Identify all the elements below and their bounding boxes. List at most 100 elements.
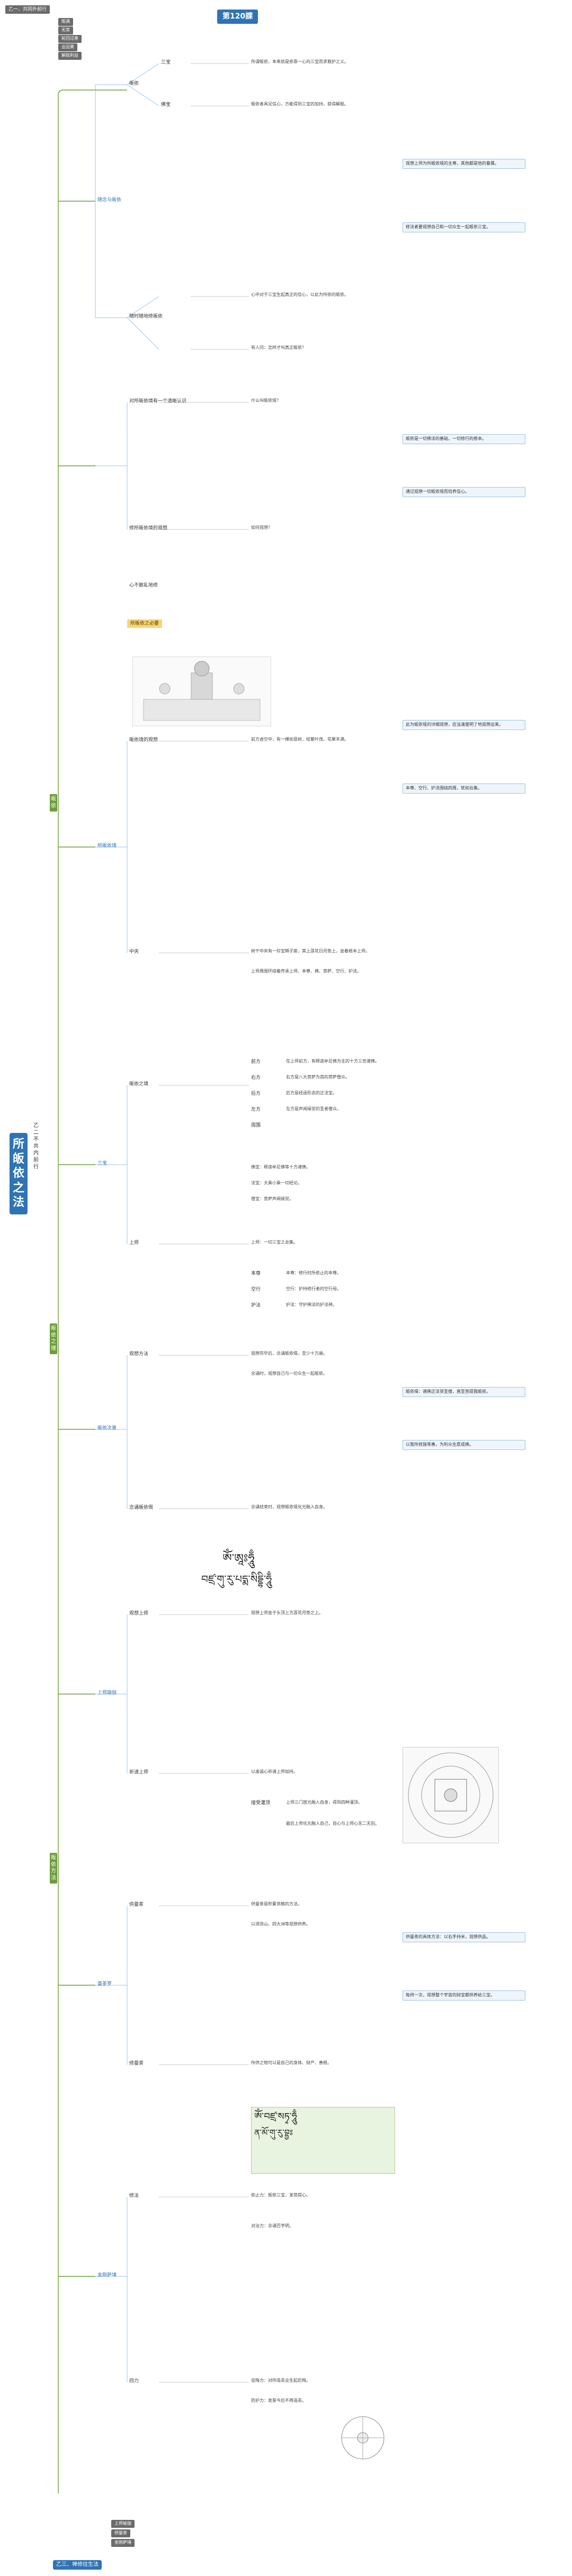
top-node[interactable]: 乙一、共同外前行 [5, 5, 50, 14]
text-a1: 所谓皈依，本来就是依靠一心向三宝而求救护之义。 [251, 59, 348, 64]
node-c5[interactable]: 空行 [251, 1287, 261, 1292]
mantra-text: ཨོཾ་བཛྲ་སཏྭ་ཧཱུྃ [254, 2111, 297, 2122]
sub-item-4[interactable]: 业因果 [58, 43, 77, 51]
box-d1: 皈依偈：诸佛正法贤圣僧，直至菩提我皈依。 [403, 1387, 525, 1397]
node-b4[interactable]: 前方 [251, 1059, 261, 1065]
node-a1a[interactable]: 皈依 [129, 81, 139, 86]
node-d2[interactable]: 观想方法 [129, 1352, 149, 1357]
node-g3[interactable]: 四力 [129, 2379, 139, 2384]
node-e2[interactable]: 观想上师 [129, 1611, 149, 1616]
note-a-box2: 修法者要观想自己和一切众生一起皈依三宝。 [403, 222, 525, 232]
node-d1[interactable]: 皈依次第 [97, 1426, 117, 1431]
text-c3: 僧宝：菩萨声闻缘觉。 [251, 1196, 293, 1201]
node-a1b[interactable]: 三宝 [161, 60, 171, 65]
branch-label-1[interactable]: 皈依 [50, 794, 57, 812]
node-g2[interactable]: 修法 [129, 2193, 139, 2199]
q-a3: 如何观想？ [251, 525, 272, 530]
node-a2[interactable]: 随时随地修皈依 [129, 314, 163, 319]
q-a2: 什么叫皈依境？ [251, 398, 281, 403]
node-c3[interactable]: 上师 [129, 1240, 139, 1246]
sub-item-5[interactable]: 解脱利益 [58, 52, 82, 60]
text-e3: 上师三门放光融入自身，得到四种灌顶。 [286, 1800, 362, 1805]
mandala-illustration [403, 1747, 499, 1843]
q-a1: 有人问：怎样才叫真正皈依？ [251, 345, 306, 350]
note-a-box3: 皈依是一切佛法的基础，一切修行的根本。 [403, 434, 525, 444]
tibetan-line-2: བཛྲ་གུ་རུ་པདྨ་སིདྡྷི་ཧཱུྃ [201, 1573, 272, 1586]
node-a1[interactable]: 随念与皈依 [97, 197, 122, 203]
node-a1c[interactable]: 佛宝 [161, 102, 171, 107]
text-c6: 空行：护持修行者的空行母。 [286, 1286, 341, 1291]
node-f3[interactable]: 修曼茶 [129, 2061, 144, 2066]
branch-label-3[interactable]: 皈依方法 [50, 1853, 57, 1884]
text-d2: 念诵时，观想自己与一切众生一起皈依。 [251, 1371, 327, 1376]
node-e1[interactable]: 上师瑜伽 [97, 1690, 117, 1696]
node-b5[interactable]: 右方 [251, 1075, 261, 1080]
text-a3: 心中对于三宝生起真正的信心，以此为所依的皈依。 [251, 292, 348, 297]
text-f3: 所供之物可以是自己的身体、财产、善根。 [251, 2060, 332, 2065]
text-b5: 右方是八大菩萨为首的菩萨僧众。 [286, 1075, 350, 1079]
text-c5: 本尊：修行时所依止的本尊。 [286, 1271, 341, 1275]
footer-item-2[interactable]: 供曼茶 [111, 2529, 130, 2537]
node-e3[interactable]: 祈请上师 [129, 1770, 149, 1775]
node-e4[interactable]: 接受灌顶 [251, 1800, 271, 1806]
footer-bottom-node[interactable]: 乙三、禅修往生法 [53, 2560, 102, 2570]
node-c6[interactable]: 护法 [251, 1303, 261, 1308]
text-e1: 观想上师坐于头顶上方莲花月垫之上。 [251, 1610, 323, 1615]
sub-item-3[interactable]: 轮回过患 [58, 35, 82, 43]
text-e4: 最后上师化光融入自己，自心与上师心无二无别。 [286, 1821, 379, 1826]
box-b2: 本尊、空行、护法围绕四周，犹如云集。 [403, 783, 525, 794]
node-b6[interactable]: 后方 [251, 1091, 261, 1096]
text-b4: 在上师前方，有释迦牟尼佛为主的十方三世诸佛。 [286, 1059, 379, 1064]
node-d3[interactable]: 念诵皈依偈 [129, 1505, 154, 1510]
box-f2: 每供一次，观想整个宇宙的财宝都供养给三宝。 [403, 1990, 525, 2001]
node-a3[interactable]: 对所皈依境有一个清晰认识 [129, 399, 187, 404]
footer-item-1[interactable]: 上师瑜伽 [111, 2520, 135, 2528]
note-a-box4: 通过观想一切皈依境而培养信心。 [403, 487, 525, 497]
text-d1: 观想完毕后，念诵皈依偈，至少十万遍。 [251, 1351, 327, 1356]
node-c1[interactable]: 三宝 [97, 1161, 108, 1166]
node-c2[interactable]: 皈依之境 [129, 1082, 149, 1087]
text-g3: 追悔力：对所造恶业生起后悔。 [251, 2378, 310, 2383]
text-a2: 皈依者具足信心，方能得到三宝的加持，获得解脱。 [251, 102, 348, 106]
tibetan-line-3: ན་མོ་གུ་རུ་བྷྱཿ [254, 2128, 293, 2138]
text-c1: 佛宝：释迦牟尼佛等十方诸佛。 [251, 1165, 310, 1169]
node-b8[interactable]: 周围 [251, 1123, 261, 1128]
branch-label-2[interactable]: 皈依之理 [50, 1323, 57, 1354]
box-f1: 供曼茶的具体方法：以右手持米，观想供品。 [403, 1932, 525, 1942]
tibetan-line-1: ༀ་ཨཱཿཧཱུྃ [222, 1552, 255, 1565]
lotus-illustration [339, 2414, 387, 2462]
node-b3[interactable]: 中央 [129, 949, 139, 954]
box-b1: 此为皈依境的详细观想，应当清楚明了地观想出来。 [403, 720, 525, 730]
text-g1: 依止力：皈依三宝，发菩提心。 [251, 2193, 310, 2197]
text-b3: 上师周围环绕着传承上师、本尊、佛、菩萨、空行、护法。 [251, 969, 361, 974]
node-b1[interactable]: 所皈依境 [97, 843, 117, 849]
node-a5[interactable]: 心不散乱地修 [129, 583, 158, 588]
refuge-tree-illustration [132, 656, 271, 726]
node-a4[interactable]: 修所皈依境的观想 [129, 526, 168, 531]
text-c7: 护法：守护佛法的护法神。 [286, 1302, 337, 1307]
node-f2[interactable]: 供曼茶 [129, 1902, 144, 1907]
text-d3: 念诵结束时，观想皈依境化光融入自身。 [251, 1505, 327, 1509]
main-vertical-title: 所皈依之法 [10, 1133, 28, 1214]
text-g4: 防护力：发誓今后不再造恶。 [251, 2398, 306, 2403]
sub-item-2[interactable]: 无常 [58, 26, 73, 34]
yellow-note: 所皈依之必要 [127, 619, 163, 628]
footer-item-3[interactable]: 金刚萨埵 [111, 2539, 135, 2547]
text-b6: 后方是经函形态的正法宝。 [286, 1091, 337, 1095]
text-f1: 供曼茶是积累资粮的方法。 [251, 1902, 302, 1906]
text-f2: 以须弥山、四大洲等观想供养。 [251, 1922, 310, 1926]
text-c2: 法宝：大乘小乘一切经论。 [251, 1181, 302, 1185]
box-d2: 以我所修施等善，为利众生愿成佛。 [403, 1440, 525, 1450]
text-c4: 上师：一切三宝之总集。 [251, 1240, 298, 1245]
text-g2: 对治力：念诵百字明。 [251, 2223, 293, 2228]
node-b2[interactable]: 皈依境的观想 [129, 737, 158, 743]
text-b7: 左方是声闻缘觉的圣者僧众。 [286, 1106, 341, 1111]
node-c4[interactable]: 本尊 [251, 1271, 261, 1276]
node-b7[interactable]: 左方 [251, 1107, 261, 1112]
node-g1[interactable]: 金刚萨埵 [97, 2273, 117, 2278]
mantra-box: ཨོཾ་བཛྲ་སཏྭ་ཧཱུྃ ན་མོ་གུ་རུ་བྷྱཿ [251, 2107, 395, 2174]
vertical-subtitle: 乙二 不共内前行 [33, 1123, 39, 1170]
sub-item-1[interactable]: 暇满 [58, 18, 73, 26]
chapter-badge: 第120課 [217, 10, 258, 24]
node-f1[interactable]: 曼茶罗 [97, 1981, 112, 1987]
